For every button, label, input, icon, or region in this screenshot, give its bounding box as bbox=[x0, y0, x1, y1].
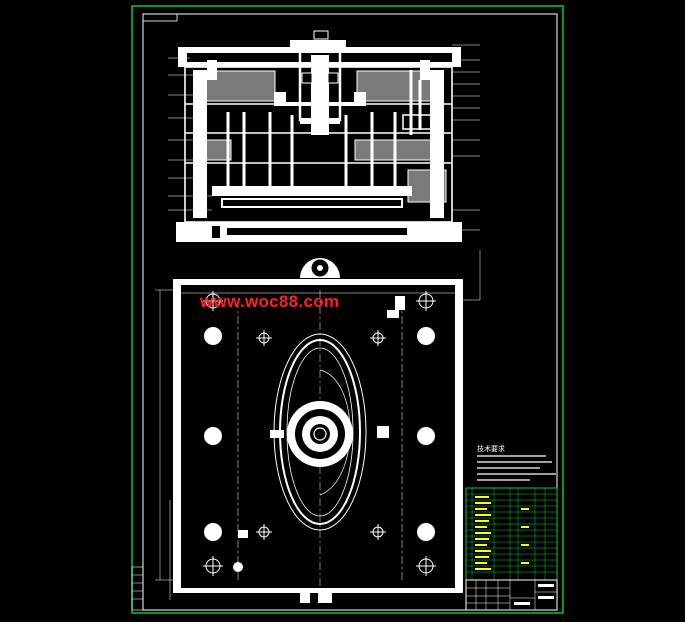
binding-strip-lines bbox=[132, 574, 143, 600]
binding-strip bbox=[131, 566, 144, 611]
corner-label-box bbox=[142, 13, 178, 22]
parts-list-table bbox=[465, 487, 558, 611]
mold-plan-view bbox=[173, 279, 463, 603]
section-leader-lines bbox=[168, 44, 481, 300]
sheet-outer-frame bbox=[131, 5, 564, 614]
technical-notes-lines bbox=[477, 455, 556, 481]
sheet-inner-frame bbox=[142, 13, 558, 611]
technical-requirements-title: 技术要求 bbox=[477, 445, 505, 453]
locating-ring bbox=[300, 258, 340, 278]
mold-section-view bbox=[176, 30, 462, 242]
watermark-text: www.woc88.com bbox=[200, 292, 340, 311]
plan-dimension-lines bbox=[155, 289, 480, 600]
